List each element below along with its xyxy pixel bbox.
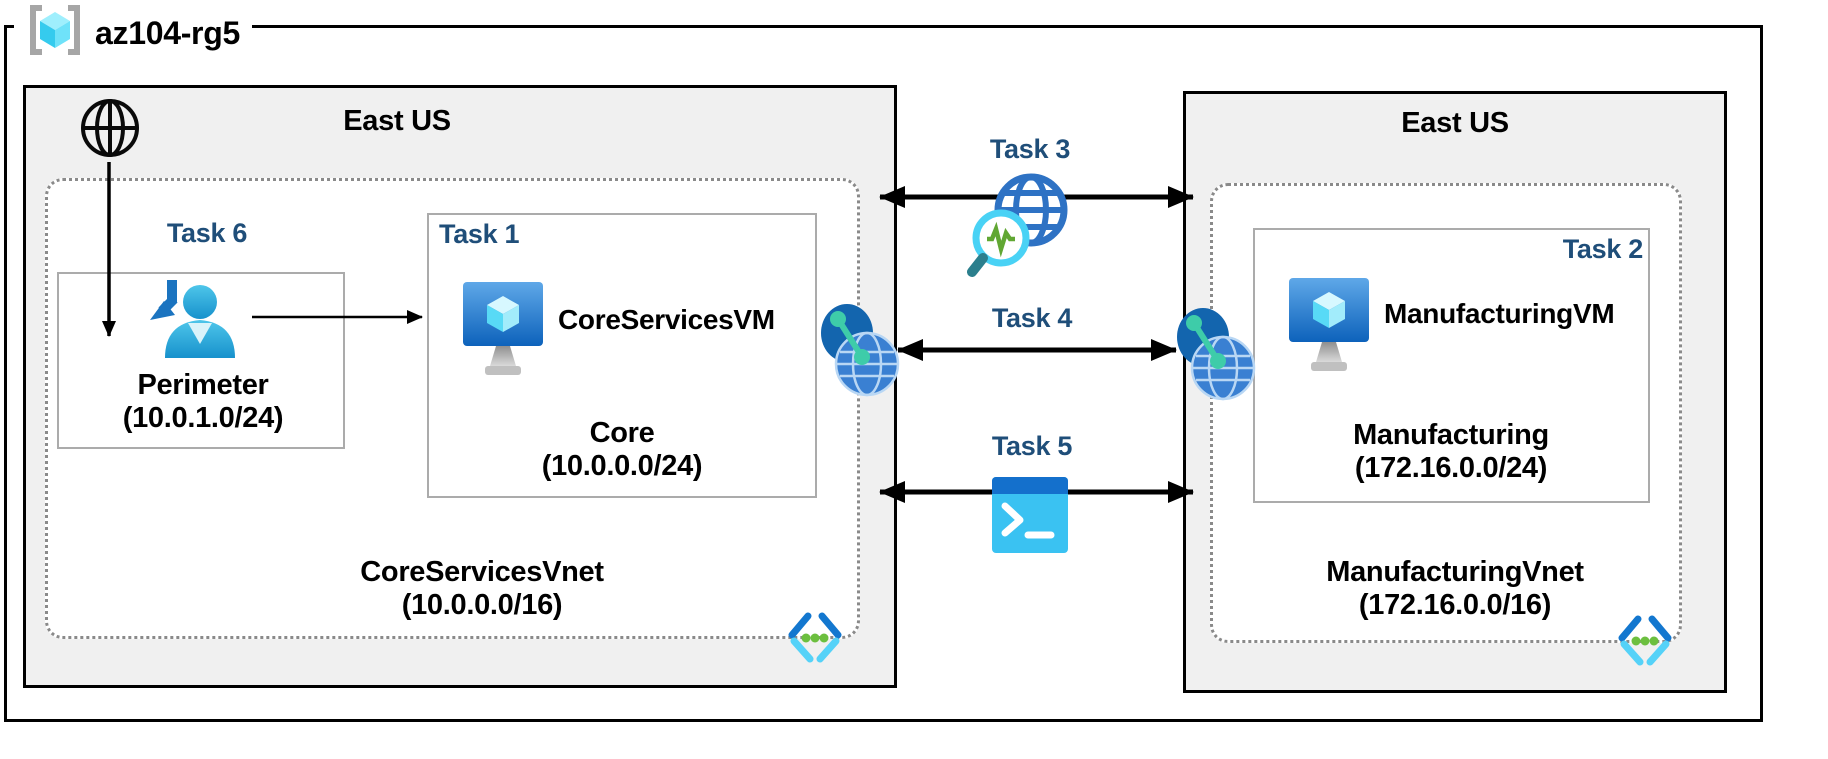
virtual-network-icon (1618, 615, 1672, 666)
task5-label: Task 5 (991, 431, 1073, 461)
region-title-right: East US (1401, 107, 1509, 139)
manufacturing-vnet-cidr: (172.16.0.0/16) (1358, 589, 1552, 621)
core-services-vnet-name: CoreServicesVnet (360, 556, 604, 588)
manufacturing-vm-name: ManufacturingVM (1384, 298, 1615, 329)
manufacturing-subnet-label: Manufacturing (172.16.0.0/24) (1301, 419, 1601, 485)
resource-group-boundary (4, 25, 1763, 722)
manufacturing-subnet-name: Manufacturing (1353, 419, 1549, 451)
internet-icon (81, 99, 139, 157)
task4-label: Task 4 (991, 303, 1073, 333)
task2-label: Task 2 (1562, 234, 1644, 264)
network-watcher-icon (967, 173, 1068, 277)
vm-icon (463, 282, 543, 375)
core-subnet-label: Core (10.0.0.0/24) (472, 417, 772, 483)
core-services-vm-name: CoreServicesVM (558, 304, 775, 335)
perimeter-subnet-label: Perimeter (10.0.1.0/24) (53, 369, 353, 435)
virtual-network-icon (788, 612, 842, 663)
core-services-vnet-cidr: (10.0.0.0/16) (401, 589, 563, 621)
manufacturing-subnet-cidr: (172.16.0.0/24) (1354, 452, 1548, 484)
core-subnet-box (427, 213, 817, 498)
resource-group-icon (30, 5, 80, 55)
task3-label: Task 3 (989, 134, 1071, 164)
region-title-left: East US (343, 105, 451, 137)
perimeter-subnet-cidr: (10.0.1.0/24) (122, 402, 284, 434)
cloud-shell-icon (992, 477, 1068, 553)
vm-icon (1289, 278, 1369, 371)
manufacturing-vnet-label: ManufacturingVnet (172.16.0.0/16) (1305, 556, 1605, 622)
resource-group-name: az104-rg5 (95, 15, 240, 51)
vnet-peering-icon (821, 304, 900, 397)
core-services-vnet-label: CoreServicesVnet (10.0.0.0/16) (332, 556, 632, 622)
core-subnet-cidr: (10.0.0.0/24) (541, 450, 703, 482)
vnet-peering-icon (1177, 308, 1256, 401)
core-subnet-name: Core (589, 417, 655, 449)
manufacturing-vnet-name: ManufacturingVnet (1326, 556, 1584, 588)
inbound-user-icon (150, 280, 235, 358)
task1-label: Task 1 (439, 219, 520, 249)
task6-label: Task 6 (166, 218, 248, 248)
perimeter-subnet-name: Perimeter (137, 369, 269, 401)
